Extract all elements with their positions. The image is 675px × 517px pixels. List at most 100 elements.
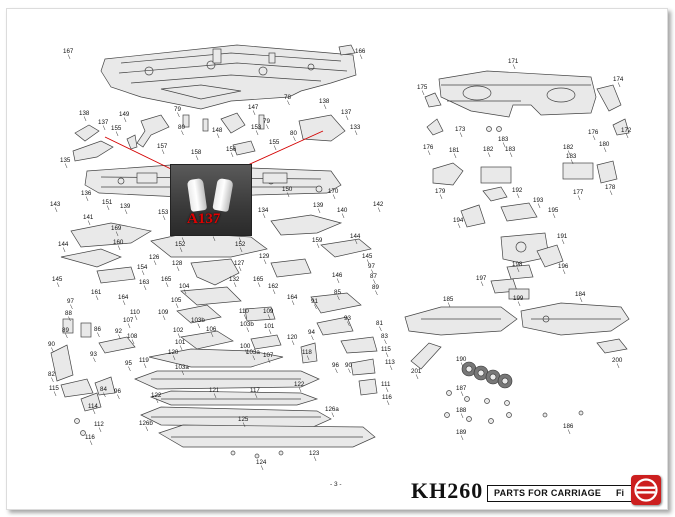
- leader-line: [131, 339, 135, 345]
- part-number: 192: [512, 187, 523, 194]
- part-number: 183: [566, 153, 577, 160]
- lower-rails: [134, 370, 376, 459]
- leader-line: [291, 300, 295, 306]
- part-label: 158: [191, 149, 202, 161]
- part-label: 112: [94, 421, 104, 433]
- part-number: 94: [308, 329, 315, 336]
- part-label: 84: [100, 386, 107, 398]
- part-number: 139: [313, 202, 324, 209]
- part-label: 80: [290, 130, 297, 142]
- part-number: 145: [52, 276, 63, 283]
- part-label: 126a: [325, 406, 339, 418]
- part-label: 145: [362, 253, 373, 265]
- leader-line: [181, 130, 184, 136]
- clip-photo-right: [212, 177, 234, 213]
- leader-line: [213, 393, 217, 399]
- part-number: 173: [455, 126, 466, 133]
- leader-line: [487, 152, 491, 158]
- part-200: [596, 338, 628, 354]
- leader-line: [331, 412, 335, 418]
- leader-line: [460, 391, 464, 397]
- leader-line: [267, 358, 271, 364]
- part-label: 123: [309, 450, 320, 462]
- brand-logo-icon: [631, 475, 661, 505]
- part-number: 153: [158, 209, 169, 216]
- part-number: 119: [139, 357, 149, 364]
- leader-line: [267, 314, 271, 320]
- part-label: 201: [411, 368, 422, 380]
- part-number: 187: [456, 385, 467, 392]
- part-label: 176: [423, 144, 434, 156]
- part-number: 170: [328, 188, 339, 195]
- part-number: 176: [423, 144, 434, 151]
- middle-mechanism: [50, 214, 378, 436]
- part-number: 124: [256, 459, 267, 466]
- part-number: 189: [456, 429, 467, 436]
- part-number: 79: [174, 106, 181, 113]
- leader-line: [70, 304, 73, 310]
- part-label: 138: [319, 98, 330, 110]
- part-label: 83: [381, 333, 388, 345]
- leader-line: [427, 150, 431, 156]
- part-number: 171: [508, 58, 519, 65]
- leader-line: [89, 440, 93, 446]
- leader-line: [537, 203, 541, 209]
- part-number: 148: [212, 127, 223, 134]
- part-number: 197: [476, 275, 487, 282]
- part-number: 184: [575, 291, 586, 298]
- part-label: 137: [98, 119, 109, 131]
- leader-line: [354, 239, 358, 245]
- leader-line: [97, 332, 100, 338]
- part-number: 95: [125, 360, 132, 367]
- leader-line: [127, 323, 131, 329]
- leader-line: [175, 303, 179, 309]
- leader-line: [246, 327, 250, 333]
- part-number: 200: [612, 357, 623, 364]
- part-label: 80: [178, 124, 185, 136]
- part-label: 110: [239, 308, 249, 320]
- leader-line: [373, 279, 376, 285]
- part-number: 169: [111, 225, 122, 232]
- part-label: 187: [456, 385, 467, 397]
- part-label: 189: [456, 429, 467, 441]
- part-number: 196: [558, 263, 569, 270]
- part-label: 140: [337, 207, 348, 219]
- leader-line: [68, 316, 71, 322]
- part-number: 84: [100, 386, 107, 393]
- leader-line: [366, 259, 370, 265]
- part-label: 151: [102, 199, 113, 211]
- part-number: 166: [355, 48, 366, 55]
- part-number: 145: [362, 253, 373, 260]
- part-number: 127: [234, 260, 245, 267]
- part-label: 115: [381, 346, 391, 358]
- part-number: 89: [62, 327, 69, 334]
- leader-line: [348, 368, 351, 374]
- part-number: 160: [113, 239, 124, 246]
- leader-line: [316, 243, 320, 249]
- part-number: 158: [191, 149, 202, 156]
- part-number: 165: [161, 276, 172, 283]
- leader-line: [562, 269, 566, 275]
- part-number: 93: [344, 315, 351, 322]
- part-label: 95: [125, 360, 132, 372]
- leader-line: [242, 422, 246, 428]
- part-label: 139: [313, 202, 324, 214]
- part-number: 161: [91, 289, 102, 296]
- part-label: 163: [139, 279, 150, 291]
- leader-line: [118, 334, 121, 340]
- part-label: 167: [63, 48, 74, 60]
- photo-leader-left: [104, 136, 172, 170]
- part-number: 175: [417, 84, 428, 91]
- part-label: 178: [605, 184, 616, 196]
- leader-line: [161, 149, 165, 155]
- part-number: 155: [269, 139, 280, 146]
- part-label: 164: [287, 294, 298, 306]
- part-number: 180: [599, 141, 610, 148]
- part-label: 103a: [246, 349, 260, 361]
- part-label: 195: [548, 207, 559, 219]
- part-number: 110: [239, 308, 249, 315]
- leader-line: [384, 339, 387, 345]
- leader-line: [293, 136, 296, 142]
- leader-line: [85, 196, 89, 202]
- leader-line: [287, 100, 290, 106]
